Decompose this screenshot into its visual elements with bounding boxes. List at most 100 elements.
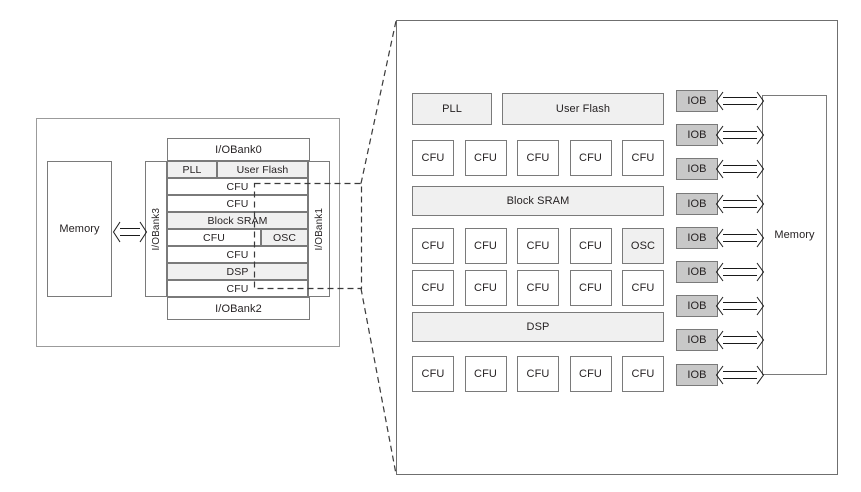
right-panel-outer-frame bbox=[396, 20, 838, 475]
iob-block: IOB bbox=[676, 90, 718, 112]
right-cell-cfu: CFU bbox=[464, 270, 507, 306]
left-cell-cfu: CFU bbox=[167, 280, 308, 297]
right-cell-user-flash: User Flash bbox=[502, 93, 664, 125]
right-cell-block-sram: Block SRAM bbox=[412, 186, 664, 216]
io-bank-0-block: I/OBank0 bbox=[167, 138, 310, 161]
right-cell-cfu: CFU bbox=[517, 140, 559, 176]
left-cell-cfu: CFU bbox=[167, 195, 308, 212]
left-cell-label: Block SRAM bbox=[207, 214, 268, 227]
io-bank-0-label: I/OBank0 bbox=[215, 143, 262, 156]
left-cell-block-sram: Block SRAM bbox=[167, 212, 308, 229]
right-cell-cfu: CFU bbox=[412, 140, 454, 176]
right-cell-cfu: CFU bbox=[517, 228, 559, 264]
io-bank-1-block: I/OBank1 bbox=[308, 161, 330, 297]
right-cell-label: CFU bbox=[474, 152, 497, 164]
right-cell-label: CFU bbox=[474, 282, 497, 294]
iob-label: IOB bbox=[687, 95, 707, 107]
right-cell-label: User Flash bbox=[555, 103, 611, 115]
right-cell-label: CFU bbox=[526, 152, 550, 164]
left-cell-label: CFU bbox=[226, 180, 249, 193]
iob-block: IOB bbox=[676, 364, 718, 386]
left-cell-cfu: CFU bbox=[167, 229, 261, 246]
iob-block: IOB bbox=[676, 193, 718, 215]
right-cell-label: CFU bbox=[526, 240, 550, 252]
right-cell-label: Block SRAM bbox=[506, 195, 570, 207]
right-cell-cfu: CFU bbox=[464, 228, 507, 264]
right-cell-cfu: CFU bbox=[464, 356, 507, 392]
right-cell-label: PLL bbox=[442, 103, 462, 115]
left-cell-cfu: CFU bbox=[167, 246, 308, 263]
left-cell-label: CFU bbox=[226, 248, 249, 261]
right-cell-label: CFU bbox=[579, 368, 602, 380]
left-cell-user-flash: User Flash bbox=[217, 161, 308, 178]
right-cell-cfu: CFU bbox=[569, 140, 612, 176]
right-cell-label: CFU bbox=[474, 240, 497, 252]
left-cell-label: DSP bbox=[226, 265, 249, 278]
right-cell-pll: PLL bbox=[412, 93, 492, 125]
right-cell-label: DSP bbox=[526, 321, 550, 333]
io-bank-3-block: I/OBank3 bbox=[145, 161, 167, 297]
io-bank-1-label: I/OBank1 bbox=[313, 207, 325, 251]
right-cell-label: CFU bbox=[631, 368, 655, 380]
right-cell-label: CFU bbox=[631, 152, 655, 164]
iob-label: IOB bbox=[687, 300, 707, 312]
left-cell-label: PLL bbox=[182, 163, 202, 176]
right-cell-cfu: CFU bbox=[412, 356, 454, 392]
right-cell-label: CFU bbox=[579, 282, 602, 294]
io-bank-3-label: I/OBank3 bbox=[150, 207, 162, 251]
right-cell-cfu: CFU bbox=[517, 270, 559, 306]
right-cell-cfu: CFU bbox=[569, 228, 612, 264]
right-cell-label: CFU bbox=[526, 368, 550, 380]
iob-label: IOB bbox=[687, 129, 707, 141]
left-memory-label: Memory bbox=[59, 223, 100, 235]
right-cell-cfu: CFU bbox=[517, 356, 559, 392]
right-cell-label: CFU bbox=[421, 282, 445, 294]
io-bank-2-label: I/OBank2 bbox=[215, 302, 262, 315]
right-cell-cfu: CFU bbox=[622, 140, 664, 176]
right-cell-cfu: CFU bbox=[464, 140, 507, 176]
iob-block: IOB bbox=[676, 124, 718, 146]
right-memory-label: Memory bbox=[774, 229, 815, 241]
right-cell-cfu: CFU bbox=[569, 356, 612, 392]
right-cell-label: CFU bbox=[526, 282, 550, 294]
right-cell-label: CFU bbox=[421, 152, 445, 164]
iob-block: IOB bbox=[676, 329, 718, 351]
iob-label: IOB bbox=[687, 232, 707, 244]
left-cell-cfu: CFU bbox=[167, 178, 308, 195]
right-cell-label: CFU bbox=[579, 240, 602, 252]
right-cell-label: CFU bbox=[631, 282, 655, 294]
iob-label: IOB bbox=[687, 163, 707, 175]
io-bank-2-block: I/OBank2 bbox=[167, 297, 310, 320]
left-cell-pll: PLL bbox=[167, 161, 217, 178]
right-cell-label: CFU bbox=[421, 368, 445, 380]
iob-block: IOB bbox=[676, 227, 718, 249]
right-cell-label: CFU bbox=[579, 152, 602, 164]
iob-label: IOB bbox=[687, 198, 707, 210]
right-cell-cfu: CFU bbox=[412, 270, 454, 306]
right-cell-label: CFU bbox=[421, 240, 445, 252]
right-memory-block: Memory bbox=[762, 95, 827, 375]
zoom-connector-bottom bbox=[360, 288, 397, 475]
right-cell-osc: OSC bbox=[622, 228, 664, 264]
left-cell-label: CFU bbox=[203, 231, 225, 244]
iob-block: IOB bbox=[676, 295, 718, 317]
left-memory-block: Memory bbox=[47, 161, 112, 297]
right-cell-cfu: CFU bbox=[412, 228, 454, 264]
left-cell-label: CFU bbox=[226, 282, 249, 295]
right-cell-dsp: DSP bbox=[412, 312, 664, 342]
iob-label: IOB bbox=[687, 334, 707, 346]
right-cell-cfu: CFU bbox=[622, 356, 664, 392]
iob-block: IOB bbox=[676, 261, 718, 283]
right-cell-label: CFU bbox=[474, 368, 497, 380]
right-cell-cfu: CFU bbox=[622, 270, 664, 306]
left-cell-dsp: DSP bbox=[167, 263, 308, 280]
zoom-connector-top bbox=[360, 20, 397, 184]
left-cell-label: CFU bbox=[226, 197, 249, 210]
right-cell-cfu: CFU bbox=[569, 270, 612, 306]
left-cell-label: OSC bbox=[272, 231, 297, 244]
iob-label: IOB bbox=[687, 369, 707, 381]
iob-block: IOB bbox=[676, 158, 718, 180]
iob-label: IOB bbox=[687, 266, 707, 278]
right-cell-label: OSC bbox=[630, 240, 656, 252]
